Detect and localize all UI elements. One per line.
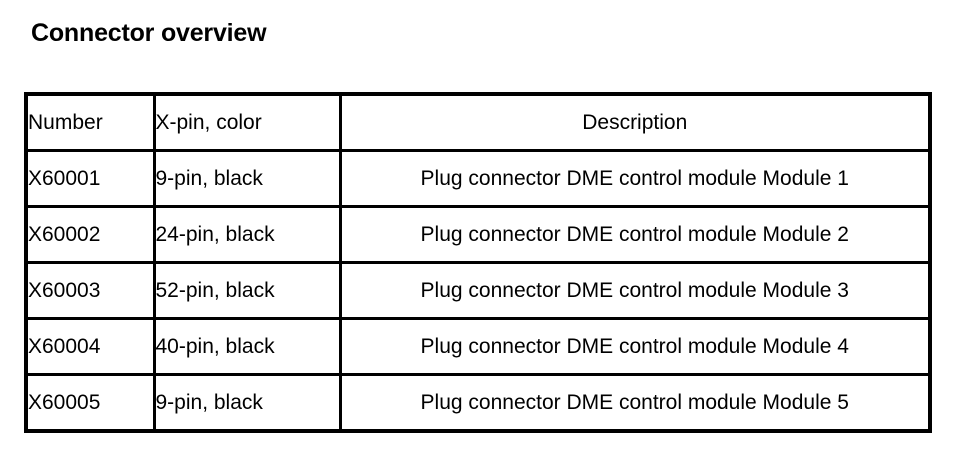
cell-xpin-color: 24-pin, black [152, 205, 342, 264]
cell-number: X60004 [24, 317, 156, 376]
column-header-description: Description [338, 92, 932, 152]
table-header: Number X-pin, color Description [24, 92, 932, 152]
cell-number: X60002 [24, 205, 156, 264]
table-row: X60004 40-pin, black Plug connector DME … [24, 317, 932, 376]
cell-description: Plug connector DME control module Module… [338, 205, 932, 264]
cell-number: X60003 [24, 261, 156, 320]
cell-description: Plug connector DME control module Module… [338, 149, 932, 208]
table-row: X60002 24-pin, black Plug connector DME … [24, 205, 932, 264]
connector-overview-table-wrapper: Number X-pin, color Description X60001 9… [24, 92, 932, 433]
table-header-row: Number X-pin, color Description [24, 92, 932, 152]
connector-overview-table: Number X-pin, color Description X60001 9… [24, 92, 932, 433]
cell-xpin-color: 9-pin, black [152, 149, 342, 208]
cell-description: Plug connector DME control module Module… [338, 373, 932, 433]
cell-xpin-color: 9-pin, black [152, 373, 342, 433]
cell-description: Plug connector DME control module Module… [338, 317, 932, 376]
cell-description: Plug connector DME control module Module… [338, 261, 932, 320]
cell-number: X60005 [24, 373, 156, 433]
table-body: X60001 9-pin, black Plug connector DME c… [24, 149, 932, 433]
table-row: X60005 9-pin, black Plug connector DME c… [24, 373, 932, 433]
cell-number: X60001 [24, 149, 156, 208]
cell-xpin-color: 52-pin, black [152, 261, 342, 320]
page-title: Connector overview [31, 19, 267, 47]
table-row: X60003 52-pin, black Plug connector DME … [24, 261, 932, 320]
column-header-xpin-color: X-pin, color [152, 92, 342, 152]
table-row: X60001 9-pin, black Plug connector DME c… [24, 149, 932, 208]
column-header-number: Number [24, 92, 156, 152]
cell-xpin-color: 40-pin, black [152, 317, 342, 376]
